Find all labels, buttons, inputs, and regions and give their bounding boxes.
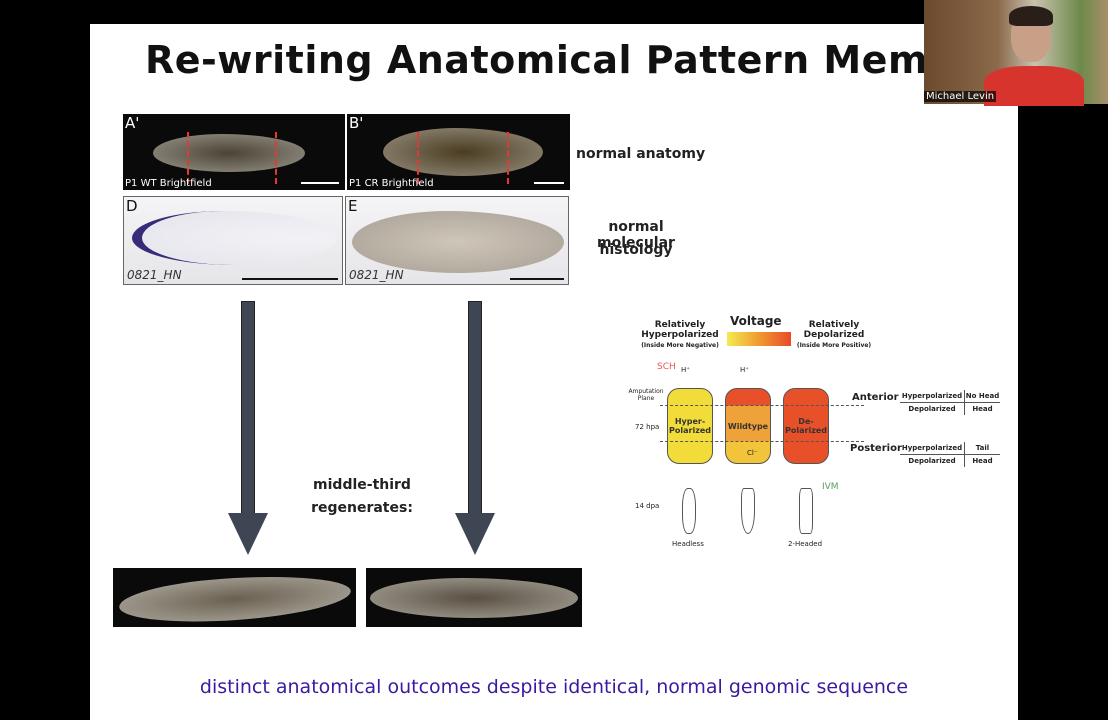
- normal-histology-label-1: normal molecular: [597, 219, 675, 251]
- hyper-1: Relatively: [654, 320, 706, 330]
- cell: Hyperpolarized: [901, 392, 963, 400]
- anterior-label: Anterior: [852, 392, 899, 403]
- panel-letter: B': [349, 114, 364, 132]
- panel-b-cr-brightfield: B' P1 CR Brightfield: [347, 114, 570, 190]
- panel-d-staining: D 0821_HN: [123, 196, 343, 285]
- cut-line: [275, 132, 277, 184]
- participant-shirt: [984, 66, 1084, 106]
- worm-image: [117, 569, 353, 627]
- normal-histology-label-2: histology: [599, 242, 673, 258]
- panel-letter: D: [126, 197, 138, 215]
- panel-label: 0821_HN: [127, 268, 182, 282]
- worm-image: [352, 211, 564, 273]
- h-ion: H⁺: [740, 366, 749, 374]
- headless-label: Headless: [672, 540, 704, 548]
- scale-bar: [510, 278, 564, 280]
- cell: Hyperpolarized: [901, 444, 963, 452]
- worm-image: [383, 128, 543, 176]
- amputation-line-anterior: [660, 405, 864, 406]
- down-arrow-right: [468, 301, 482, 515]
- dpa-label: 14 dpa: [635, 502, 660, 510]
- panel-label: P1 WT Brightfield: [125, 178, 212, 189]
- presentation-slide: Re-writing Anatomical Pattern Memory A' …: [90, 24, 1018, 720]
- result-image-right: [366, 568, 582, 627]
- worm-image: [370, 578, 578, 618]
- down-arrow-left: [241, 301, 255, 515]
- worm-image: [153, 134, 305, 172]
- panel-e-staining: E 0821_HN: [345, 196, 569, 285]
- cell: Tail: [964, 442, 1000, 454]
- depol-2: Depolarized: [803, 330, 865, 340]
- sch-label: SCH: [657, 362, 676, 372]
- depol-3: (Inside More Positive): [796, 342, 872, 349]
- middle-third-label-1: middle-third: [313, 477, 411, 493]
- cylinder-wildtype: Wildtype: [725, 388, 771, 464]
- worm-image: [132, 211, 337, 265]
- panel-letter: A': [125, 114, 140, 132]
- panel-letter: E: [348, 197, 358, 215]
- participant-name: Michael Levin: [924, 91, 997, 102]
- panel-label: 0821_HN: [349, 268, 404, 282]
- cell: Head: [964, 403, 1000, 415]
- slide-title: Re-writing Anatomical Pattern Memory: [145, 38, 1000, 82]
- cell: No Head: [964, 390, 1000, 402]
- hyper-2: Hyperpolarized: [641, 330, 719, 340]
- scale-bar: [242, 278, 338, 280]
- amputation-line-posterior: [660, 441, 864, 442]
- scale-bar: [534, 182, 564, 184]
- depol-1: Relatively: [808, 320, 860, 330]
- middle-third-label-2: regenerates:: [311, 500, 413, 516]
- hpa-label: 72 hpa: [635, 423, 660, 431]
- outcome-wildtype-shape: [741, 488, 755, 534]
- amputation-plane-label: Amputation Plane: [628, 388, 664, 402]
- cl-ion: Cl⁻: [747, 449, 758, 457]
- cylinder-depolarized: De-Polarized: [783, 388, 829, 464]
- cell: Depolarized: [908, 405, 956, 413]
- cut-line: [507, 132, 509, 184]
- participant-video-tile[interactable]: Michael Levin: [924, 0, 1108, 106]
- bottom-caption: distinct anatomical outcomes despite ide…: [199, 676, 909, 698]
- two-headed-label: 2-Headed: [788, 540, 823, 548]
- posterior-label: Posterior: [850, 443, 902, 454]
- panel-label: P1 CR Brightfield: [349, 178, 434, 189]
- cell: Depolarized: [908, 457, 956, 465]
- participant-hair: [1009, 6, 1053, 26]
- scale-bar: [301, 182, 339, 184]
- normal-anatomy-label: normal anatomy: [576, 146, 706, 162]
- cut-line: [187, 132, 189, 184]
- panel-a-wt-brightfield: A' P1 WT Brightfield: [123, 114, 345, 190]
- cylinder-hyperpolarized: Hyper-Polarized: [667, 388, 713, 464]
- voltage-title: Voltage: [730, 314, 782, 328]
- result-image-left: [113, 568, 356, 627]
- down-arrow-left-head: [228, 513, 268, 555]
- h-ion: H⁺: [681, 366, 690, 374]
- outcome-2headed-shape: [799, 488, 813, 534]
- voltage-gradient-bar: [727, 332, 791, 346]
- hyper-3: (Inside More Negative): [641, 342, 719, 349]
- ivm-label: IVM: [822, 482, 839, 492]
- cut-line: [417, 132, 419, 184]
- down-arrow-right-head: [455, 513, 495, 555]
- cell: Head: [964, 455, 1000, 467]
- outcome-headless-shape: [682, 488, 696, 534]
